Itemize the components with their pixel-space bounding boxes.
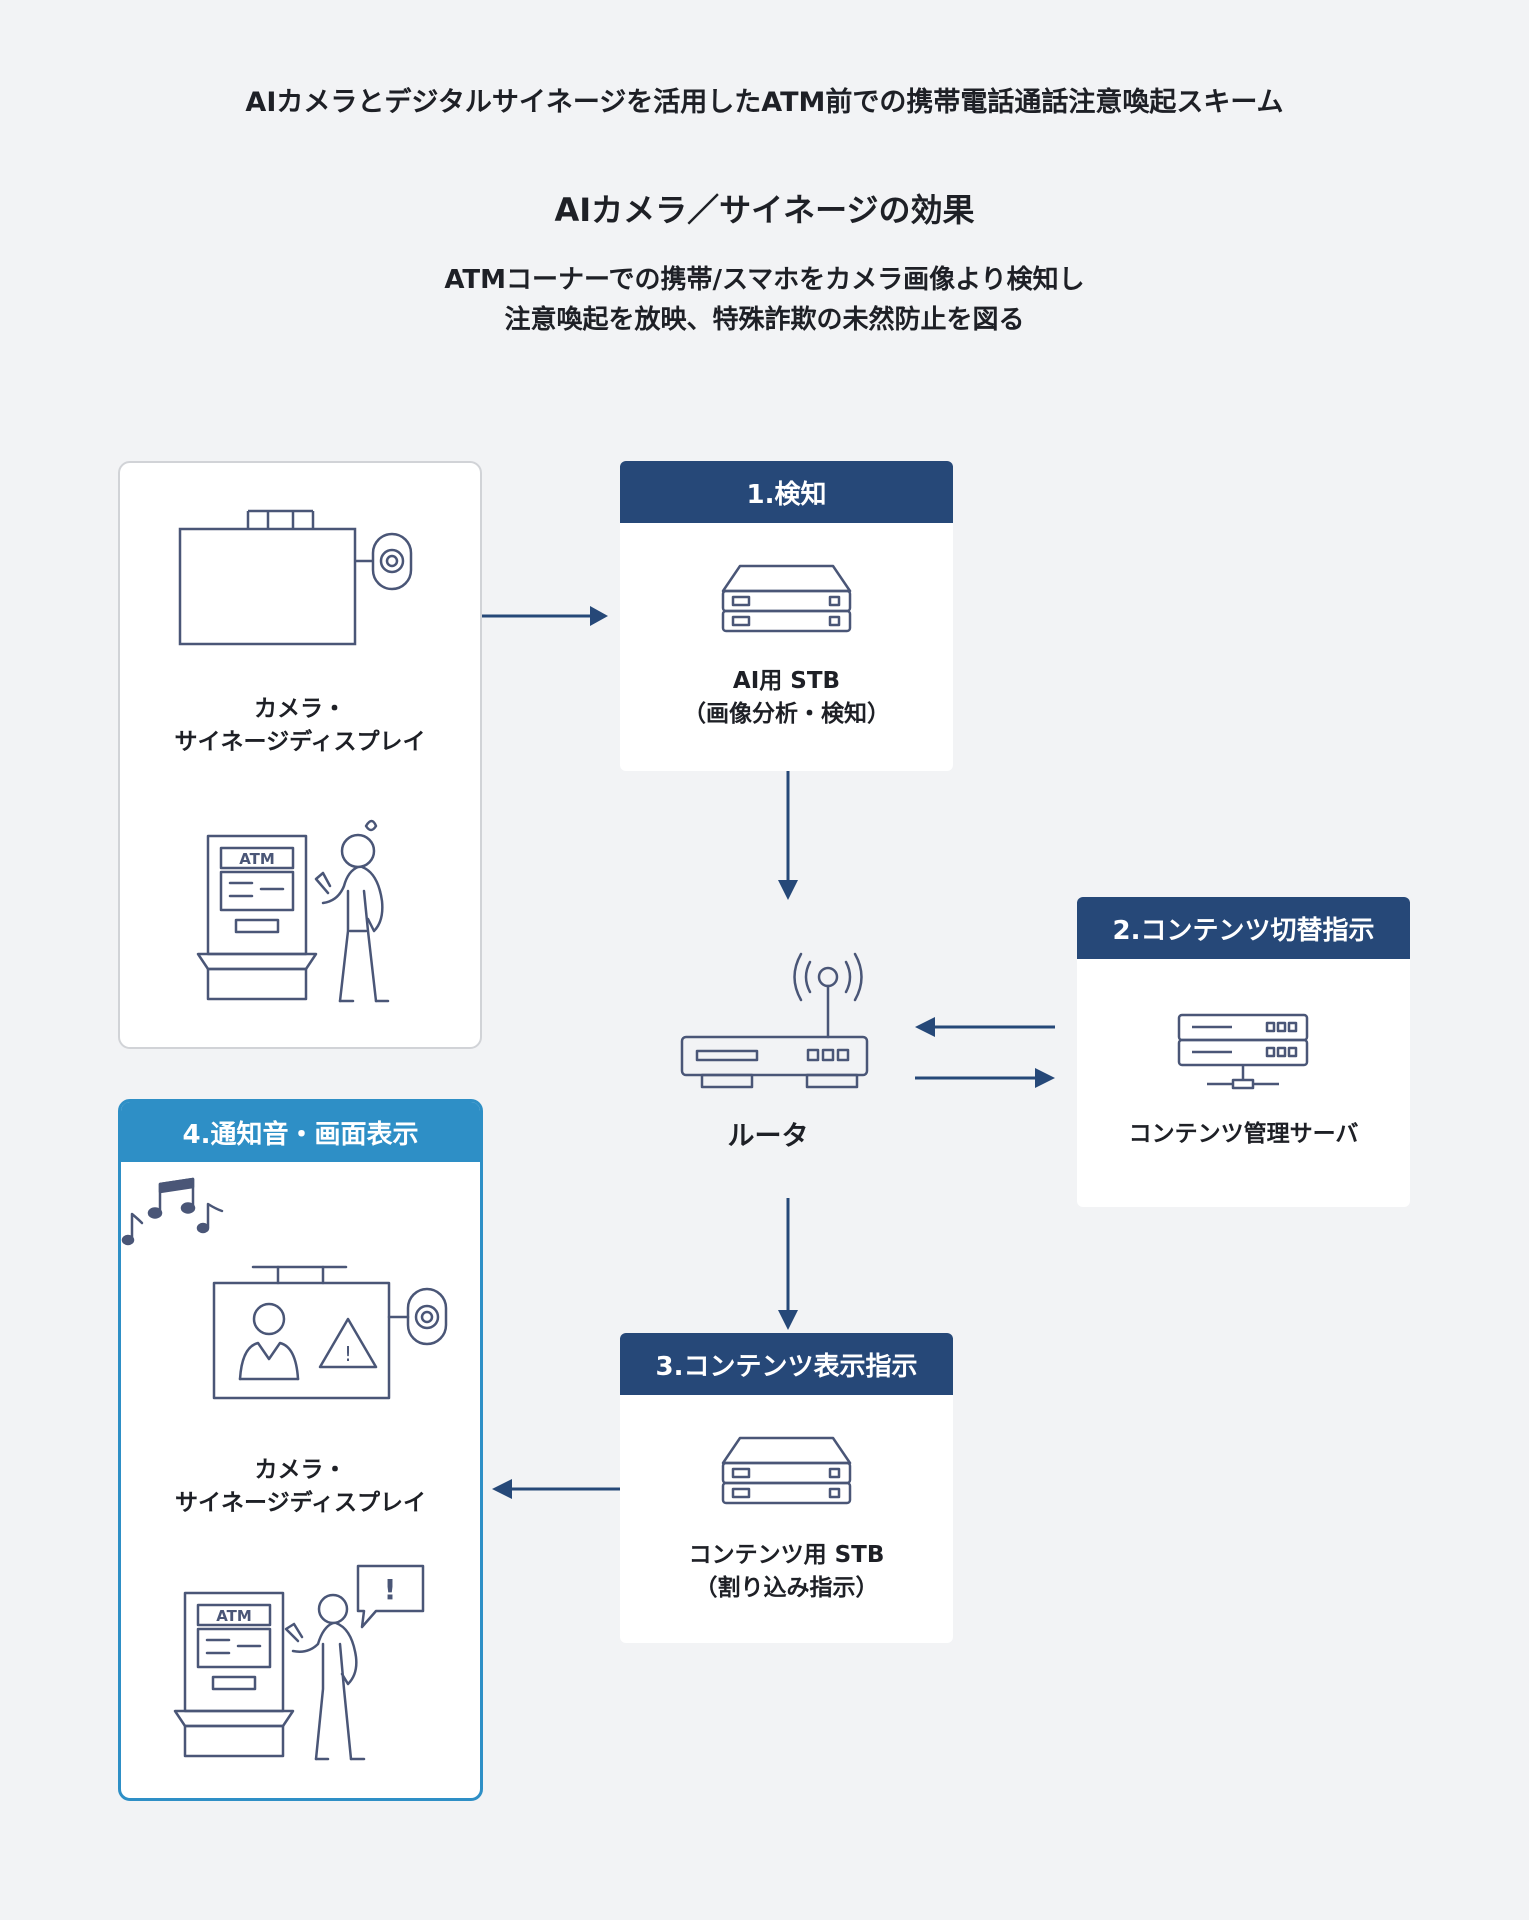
svg-text:!: ! [344,1342,352,1366]
atm-user-phone-icon: ATM [196,819,390,1003]
router-node: ルータ [670,940,910,1170]
step4-notify-card: 4.通知音・画面表示 ! カメラ・ [118,1099,483,1801]
step1-header: 1.検知 [620,461,953,523]
description-line-1: ATMコーナーでの携帯/スマホをカメラ画像より検知し [444,265,1085,295]
camera-signage-panel: カメラ・ サイネージディスプレイ ATM [118,461,482,1049]
step4-label: カメラ・ サイネージディスプレイ [121,1454,480,1520]
step2-label: コンテンツ管理サーバ [1128,1121,1359,1147]
step1-detect-card: 1.検知 AI用 STB （画像分析・検知） [620,461,953,771]
signage-display-camera-icon [178,509,413,646]
step3-label: コンテンツ用 STB （割り込み指示） [620,1539,953,1605]
step3-content-stb-card: 3.コンテンツ表示指示 コンテンツ用 STB （割り込み指示） [620,1333,953,1643]
diagram-description: ATMコーナーでの携帯/スマホをカメラ画像より検知し 注意喚起を放映、特殊詐欺の… [0,260,1529,340]
stb-device-icon [721,564,852,633]
step3-label-line-2: （割り込み指示） [694,1575,879,1601]
step4-label-line-2: サイネージディスプレイ [175,1490,426,1516]
diagram-subtitle: AIカメラ／サイネージの効果 [554,191,975,229]
step4-header: 4.通知音・画面表示 [121,1102,480,1162]
step4-atm-sign-text: ATM [216,1607,252,1625]
step1-label-line-1: AI用 STB [732,668,841,694]
content-stb-device-icon [721,1436,852,1505]
step2-header: 2.コンテンツ切替指示 [1077,897,1410,959]
router-icon [680,952,869,1089]
step4-label-line-1: カメラ・ [254,1457,347,1483]
atm-user-alert-icon: ATM ! [173,1564,425,1761]
router-label: ルータ [727,1121,809,1152]
camera-panel-label-line-1: カメラ・ [254,696,346,722]
camera-panel-label-line-2: サイネージディスプレイ [174,729,426,755]
step3-label-line-1: コンテンツ用 STB [688,1542,885,1568]
step3-header: 3.コンテンツ表示指示 [620,1333,953,1395]
step1-label: AI用 STB （画像分析・検知） [620,665,953,731]
step2-server-card: 2.コンテンツ切替指示 コンテンツ管理サーバ [1077,897,1410,1207]
diagram-title: AIカメラとデジタルサイネージを活用したATM前での携帯電話通話注意喚起スキーム [245,87,1284,118]
step1-label-line-2: （画像分析・検知） [683,701,890,727]
description-line-2: 注意喚起を放映、特殊詐欺の未然防止を図る [504,305,1025,335]
alert-bubble-exclamation: ! [384,1573,397,1606]
atm-sign-text: ATM [239,850,275,868]
camera-panel-label: カメラ・ サイネージディスプレイ [120,693,480,759]
server-icon [1177,1013,1309,1090]
signage-warning-display-icon: ! [121,1177,448,1400]
